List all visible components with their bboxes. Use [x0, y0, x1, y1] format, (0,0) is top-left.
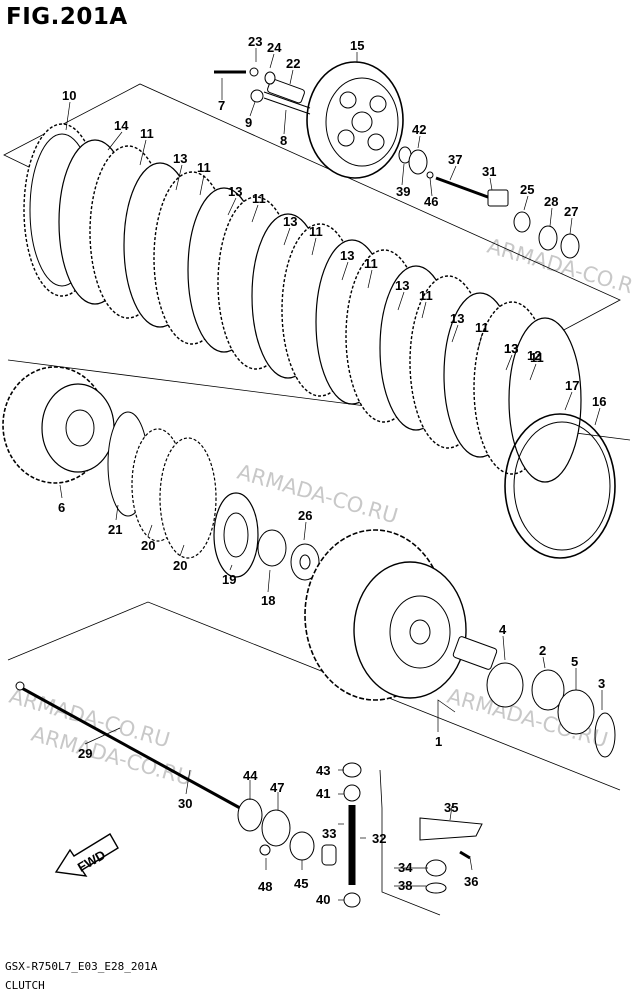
- callout-11g: 11: [475, 320, 489, 335]
- callout-13g: 13: [504, 341, 518, 356]
- clutch-plates-stack: [23, 123, 616, 559]
- callout-13c: 13: [283, 214, 297, 229]
- callout-48: 48: [258, 879, 272, 894]
- callout-20b: 20: [173, 558, 187, 573]
- callout-39: 39: [396, 184, 410, 199]
- callout-22: 22: [286, 56, 300, 71]
- callout-38: 38: [398, 878, 412, 893]
- callout-13a: 13: [173, 151, 187, 166]
- callout-7: 7: [218, 98, 225, 113]
- callout-17: 17: [565, 378, 579, 393]
- fwd-arrow-icon: FWD: [54, 833, 119, 877]
- callout-44: 44: [243, 768, 258, 783]
- callout-46: 46: [424, 194, 438, 209]
- callout-11e: 11: [364, 256, 378, 271]
- callout-40: 40: [316, 892, 330, 907]
- watermark: ARMADA-CO.RU: [485, 234, 633, 303]
- callout-11h: 11: [530, 350, 544, 365]
- callout-34: 34: [398, 860, 413, 875]
- callout-33: 33: [322, 826, 336, 841]
- callout-11b: 11: [197, 160, 211, 175]
- callout-26: 26: [298, 508, 312, 523]
- callout-41: 41: [316, 786, 330, 801]
- clutch-hub-and-housing: [2, 366, 616, 758]
- callout-9: 9: [245, 115, 252, 130]
- callout-23: 23: [248, 34, 262, 49]
- callout-11f: 11: [419, 288, 433, 303]
- callout-14: 14: [114, 118, 129, 133]
- callout-13f: 13: [450, 311, 464, 326]
- callout-25: 25: [520, 182, 534, 197]
- callout-6: 6: [58, 500, 65, 515]
- callout-20a: 20: [141, 538, 155, 553]
- callout-30: 30: [178, 796, 192, 811]
- callout-2: 2: [539, 643, 546, 658]
- callout-11d: 11: [309, 224, 323, 239]
- release-mechanism: [15, 681, 483, 908]
- callout-31: 31: [482, 164, 496, 179]
- leader-lines: [59, 48, 603, 901]
- callout-35: 35: [444, 800, 458, 815]
- callout-19: 19: [222, 572, 236, 587]
- watermark: ARMADA-CO.RU: [235, 460, 401, 529]
- figure-caption: CLUTCH: [5, 979, 45, 992]
- callout-16: 16: [592, 394, 606, 409]
- callout-29: 29: [78, 746, 92, 761]
- callout-3: 3: [598, 676, 605, 691]
- callout-13b: 13: [228, 184, 242, 199]
- callout-10: 10: [62, 88, 76, 103]
- callout-15: 15: [350, 38, 364, 53]
- figure-code: GSX-R750L7_E03_E28_201A: [5, 960, 158, 973]
- callout-11a: 11: [140, 126, 154, 141]
- callout-43: 43: [316, 763, 330, 778]
- callout-12: 12: [527, 348, 541, 363]
- callout-8: 8: [280, 133, 287, 148]
- callout-11c: 11: [252, 191, 266, 206]
- callout-13h: 13: [504, 341, 518, 356]
- callout-32: 32: [372, 831, 386, 846]
- callout-13d: 13: [340, 248, 354, 263]
- callout-42: 42: [412, 122, 426, 137]
- callout-13e: 13: [395, 278, 409, 293]
- figure-title: FIG.201A: [6, 4, 128, 30]
- callout-labels: 1 2 3 4 5 6 7 8 9 10 11 11 11 11 11 11 1…: [58, 34, 606, 907]
- pressure-plate-assembly: [214, 61, 580, 259]
- callout-27: 27: [564, 204, 578, 219]
- callout-45: 45: [294, 876, 308, 891]
- callout-36: 36: [464, 874, 478, 889]
- callout-18: 18: [261, 593, 275, 608]
- callout-1: 1: [435, 734, 442, 749]
- callout-21: 21: [108, 522, 122, 537]
- callout-4: 4: [499, 622, 507, 637]
- callout-47: 47: [270, 780, 284, 795]
- callout-24: 24: [267, 40, 282, 55]
- callout-28: 28: [544, 194, 558, 209]
- callout-5: 5: [571, 654, 578, 669]
- callout-37: 37: [448, 152, 462, 167]
